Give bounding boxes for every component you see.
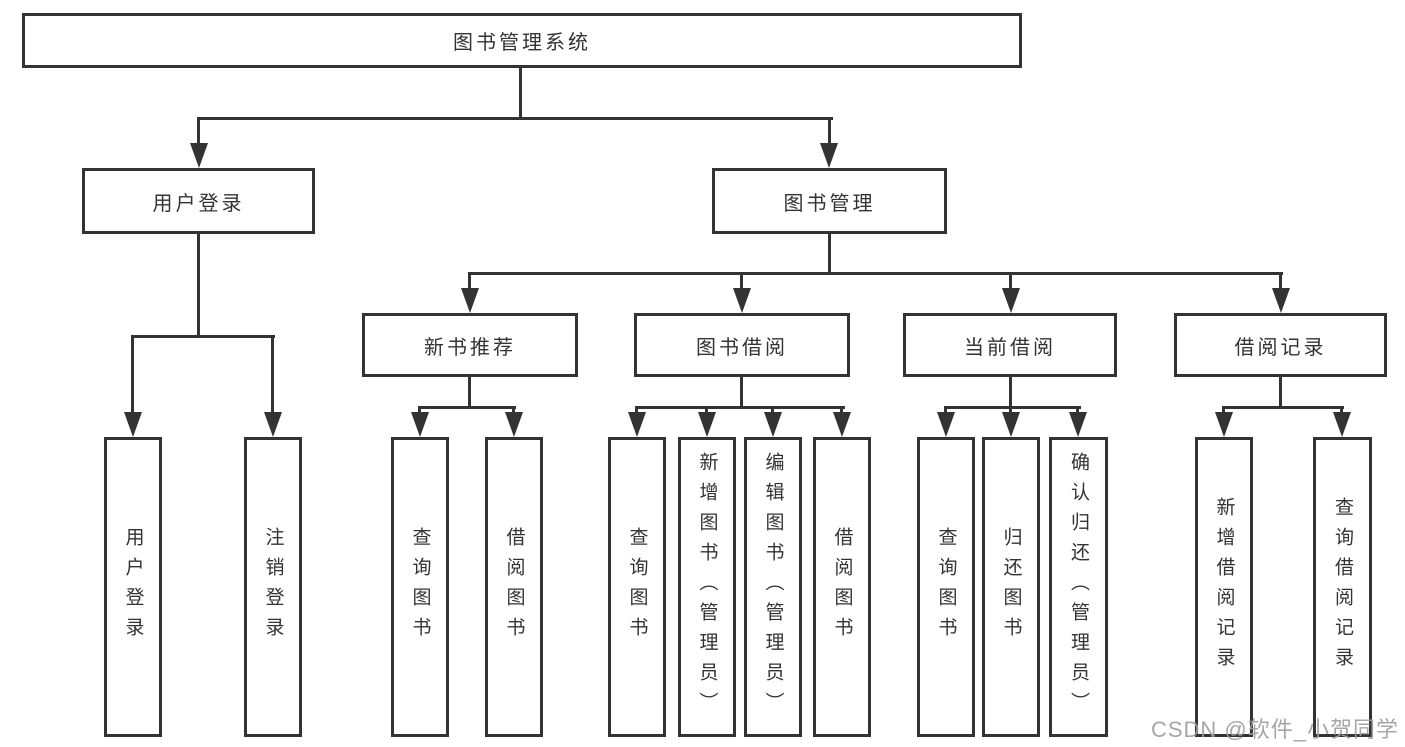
arrow-down-icon — [411, 412, 429, 437]
node-user-login: 用户登录 — [82, 168, 315, 234]
node-new-book-recommend: 新书推荐 — [362, 313, 578, 377]
arrow-down-icon — [1002, 412, 1020, 437]
connector-line — [944, 406, 1081, 409]
node-leaf-query-borrow-record: 查询借阅记录 — [1313, 437, 1372, 737]
node-leaf-borrow-books-recommend: 借阅图书 — [485, 437, 543, 737]
node-book-management: 图书管理 — [712, 168, 947, 234]
connector-line — [197, 117, 200, 149]
connector-line — [197, 234, 200, 338]
connector-line — [1279, 272, 1282, 294]
connector-line — [131, 335, 275, 338]
connector-line — [1279, 377, 1282, 409]
connector-line — [1009, 272, 1012, 294]
node-leaf-return-books: 归还图书 — [982, 437, 1040, 737]
arrow-down-icon — [698, 412, 716, 437]
arrow-down-icon — [190, 143, 208, 168]
node-leaf-logout: 注销登录 — [244, 437, 302, 737]
arrow-down-icon — [124, 412, 142, 437]
node-borrowing-records: 借阅记录 — [1174, 313, 1387, 377]
node-leaf-add-books-admin: 新增图书（管理员） — [678, 437, 736, 737]
connector-line — [519, 68, 522, 120]
arrow-down-icon — [1215, 412, 1233, 437]
connector-line — [740, 377, 743, 409]
arrow-down-icon — [1272, 288, 1290, 313]
node-book-borrowing: 图书借阅 — [634, 313, 850, 377]
connector-line — [635, 406, 845, 409]
node-leaf-edit-books-admin: 编辑图书（管理员） — [744, 437, 802, 737]
csdn-watermark: CSDN @软件_小贺同学 — [1150, 717, 1399, 742]
arrow-down-icon — [820, 143, 838, 168]
connector-line — [1222, 406, 1344, 409]
connector-line — [828, 117, 831, 149]
arrow-down-icon — [505, 412, 523, 437]
arrow-down-icon — [264, 412, 282, 437]
connector-line — [418, 406, 516, 409]
node-leaf-user-login: 用户登录 — [104, 437, 162, 737]
node-leaf-confirm-return-admin: 确认归还（管理员） — [1049, 437, 1108, 737]
node-leaf-add-borrow-record: 新增借阅记录 — [1195, 437, 1253, 737]
node-library-system-root: 图书管理系统 — [22, 13, 1022, 68]
connector-line — [740, 272, 743, 294]
arrow-down-icon — [764, 412, 782, 437]
connector-line — [468, 272, 471, 294]
node-current-borrowing: 当前借阅 — [903, 313, 1117, 377]
arrow-down-icon — [833, 412, 851, 437]
connector-line — [468, 377, 471, 409]
arrow-down-icon — [733, 288, 751, 313]
connector-line — [828, 234, 831, 275]
node-leaf-query-books-recommend: 查询图书 — [391, 437, 449, 737]
connector-line — [271, 335, 274, 417]
arrow-down-icon — [461, 288, 479, 313]
arrow-down-icon — [1333, 412, 1351, 437]
connector-line — [468, 272, 1283, 275]
arrow-down-icon — [628, 412, 646, 437]
node-leaf-borrow-books-borrowing: 借阅图书 — [813, 437, 871, 737]
arrow-down-icon — [937, 412, 955, 437]
arrow-down-icon — [1002, 288, 1020, 313]
connector-line — [1009, 377, 1012, 409]
connector-line — [197, 117, 833, 120]
arrow-down-icon — [1069, 412, 1087, 437]
connector-line — [131, 335, 134, 417]
node-leaf-query-books-borrowing: 查询图书 — [608, 437, 666, 737]
node-leaf-query-books-current: 查询图书 — [917, 437, 975, 737]
